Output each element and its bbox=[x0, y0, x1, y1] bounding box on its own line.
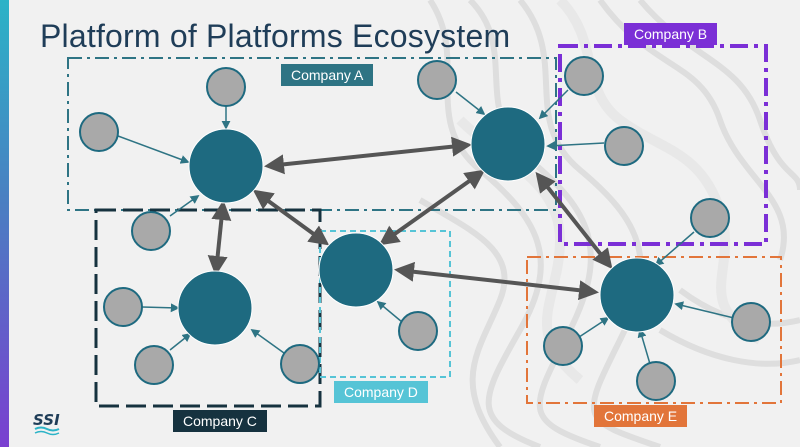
satellite-node bbox=[206, 67, 246, 107]
satellite-node bbox=[543, 326, 583, 366]
satellite-node bbox=[398, 311, 438, 351]
satellite-node bbox=[79, 112, 119, 152]
connector-d-e bbox=[394, 261, 599, 301]
hub-node-company-e bbox=[599, 257, 675, 333]
satellite-node bbox=[134, 345, 174, 385]
hub-node-company-b bbox=[470, 106, 546, 182]
satellite-node bbox=[690, 198, 730, 238]
company-a-label: Company A bbox=[281, 64, 374, 86]
satellite-spokes bbox=[117, 89, 735, 365]
company-b-label: Company B bbox=[624, 23, 718, 45]
satellite-node bbox=[564, 56, 604, 96]
company-b-boundary bbox=[558, 44, 768, 246]
connector-a-c bbox=[207, 200, 232, 276]
connector-b-e bbox=[535, 171, 613, 270]
page-title: Platform of Platforms Ecosystem bbox=[40, 18, 511, 54]
satellite-node bbox=[280, 344, 320, 384]
company-d-label: Company D bbox=[334, 381, 428, 403]
satellite-node bbox=[604, 126, 644, 166]
company-e-boundary bbox=[526, 256, 782, 404]
satellite-node bbox=[636, 361, 676, 401]
company-c-label: Company C bbox=[173, 410, 267, 432]
connector-a-d bbox=[252, 189, 330, 246]
connector-a-b bbox=[264, 136, 472, 175]
hub-connectors bbox=[207, 136, 613, 301]
hub-node-company-c bbox=[177, 270, 253, 346]
satellite-node bbox=[417, 60, 457, 100]
svg-text:SSI: SSI bbox=[33, 411, 60, 429]
satellite-node bbox=[131, 211, 171, 251]
satellite-node bbox=[731, 302, 771, 342]
company-e-label: Company E bbox=[594, 405, 688, 427]
hub-node-company-d bbox=[318, 232, 394, 308]
satellite-node bbox=[103, 287, 143, 327]
accent-bar bbox=[0, 0, 9, 447]
ssi-logo: SSI bbox=[33, 410, 69, 441]
connector-b-d bbox=[378, 169, 486, 246]
hub-node-company-a bbox=[188, 128, 264, 204]
